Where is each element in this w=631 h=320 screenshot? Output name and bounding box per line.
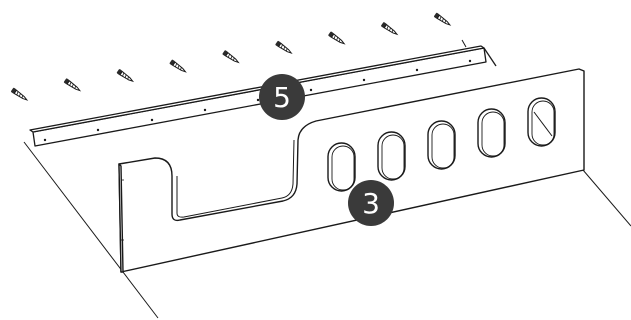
part-number-5: 5 [273, 81, 291, 114]
part-badge-3: 3 [348, 180, 394, 226]
screws [10, 12, 452, 101]
side-panel-thickness [118, 163, 124, 273]
hand-holes [327, 97, 556, 192]
badge-circle [259, 74, 305, 120]
hand-hole [427, 120, 456, 170]
badge-circle [348, 180, 394, 226]
rail-hole [362, 78, 366, 82]
screw-icon [116, 69, 135, 83]
rail-hole [203, 108, 207, 112]
rail-hole [150, 118, 154, 122]
rail-hole [309, 88, 313, 92]
floor-outline [23, 39, 631, 319]
floor-line-left [23, 141, 159, 319]
screw-icon [63, 78, 82, 92]
screw-icon [169, 59, 187, 73]
rail-hole [43, 138, 47, 142]
screw-icon [10, 87, 29, 101]
rail-hole [256, 98, 260, 102]
rail-hole [468, 59, 472, 63]
hand-hole [327, 142, 356, 192]
rail-top-edge [29, 45, 485, 133]
rail-hole [415, 68, 419, 72]
side-panel-inner-edge [176, 139, 295, 218]
part-badge-5: 5 [259, 74, 305, 120]
rail-holes [43, 59, 472, 142]
floor-line-right [582, 169, 631, 227]
hand-hole [477, 108, 506, 158]
part-number-3: 3 [362, 187, 380, 220]
hand-hole [527, 97, 556, 147]
screw-icon [381, 22, 399, 36]
side-panel-part [118, 68, 585, 273]
rail-end [483, 47, 497, 67]
floor-line-back [461, 39, 467, 48]
hand-hole [377, 131, 406, 181]
screw-icon [328, 31, 346, 45]
rail-hole [96, 128, 100, 132]
screw-icon [433, 12, 452, 26]
screw-icon [222, 50, 240, 64]
screw-icon [275, 40, 293, 54]
side-panel-edge-marks [121, 179, 124, 241]
